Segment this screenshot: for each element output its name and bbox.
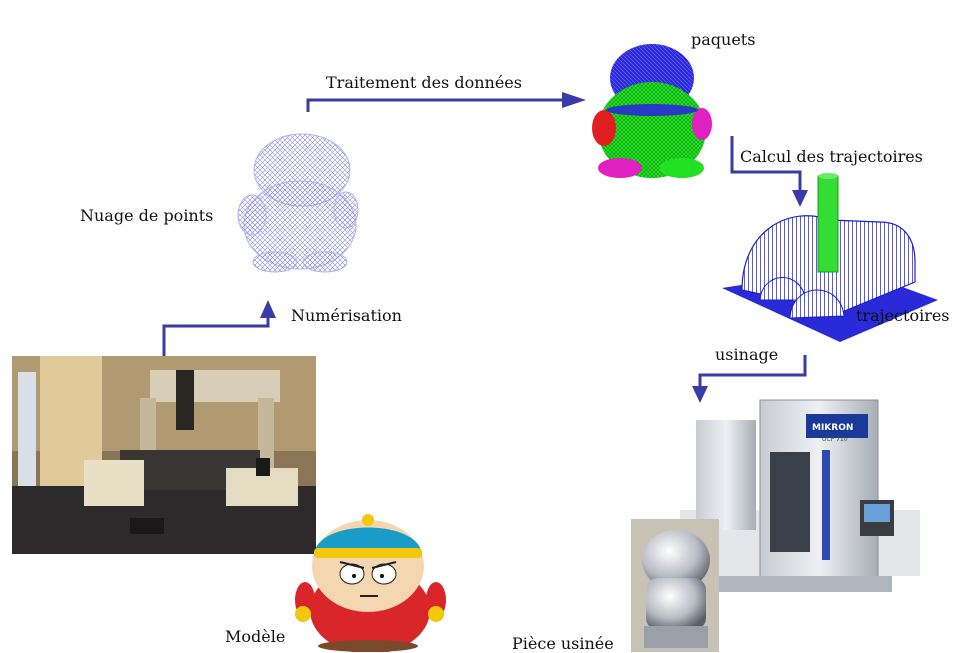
label-traitement-des-donnees: Traitement des données xyxy=(326,73,522,92)
machine-brand-logo: MIKRON xyxy=(812,423,853,433)
arrow-calcul xyxy=(730,136,808,207)
label-usinage: usinage xyxy=(715,345,779,364)
machine-model-badge: UCP 710 xyxy=(822,436,848,443)
toolpath-figure xyxy=(722,173,938,342)
measuring-machine-photo xyxy=(12,356,316,554)
arrow-traitement xyxy=(306,92,586,112)
machined-part-photo xyxy=(631,519,719,652)
label-numerisation: Numérisation xyxy=(291,306,402,325)
arrow-usinage xyxy=(692,355,807,403)
label-calcul-des-trajectoires: Calcul des trajectoires xyxy=(740,147,923,166)
arrow-numerisation xyxy=(162,300,276,356)
packets-figure xyxy=(592,44,712,178)
cartman-model-figure xyxy=(295,514,446,652)
label-nuage-de-points: Nuage de points xyxy=(80,206,214,225)
label-trajectoires: trajectoires xyxy=(856,306,950,325)
machining-center-photo xyxy=(680,399,920,592)
label-piece-usinee: Pièce usinée xyxy=(512,634,614,653)
label-paquets: paquets xyxy=(691,30,756,49)
point-cloud-figure xyxy=(237,133,359,273)
label-modele: Modèle xyxy=(225,627,286,646)
